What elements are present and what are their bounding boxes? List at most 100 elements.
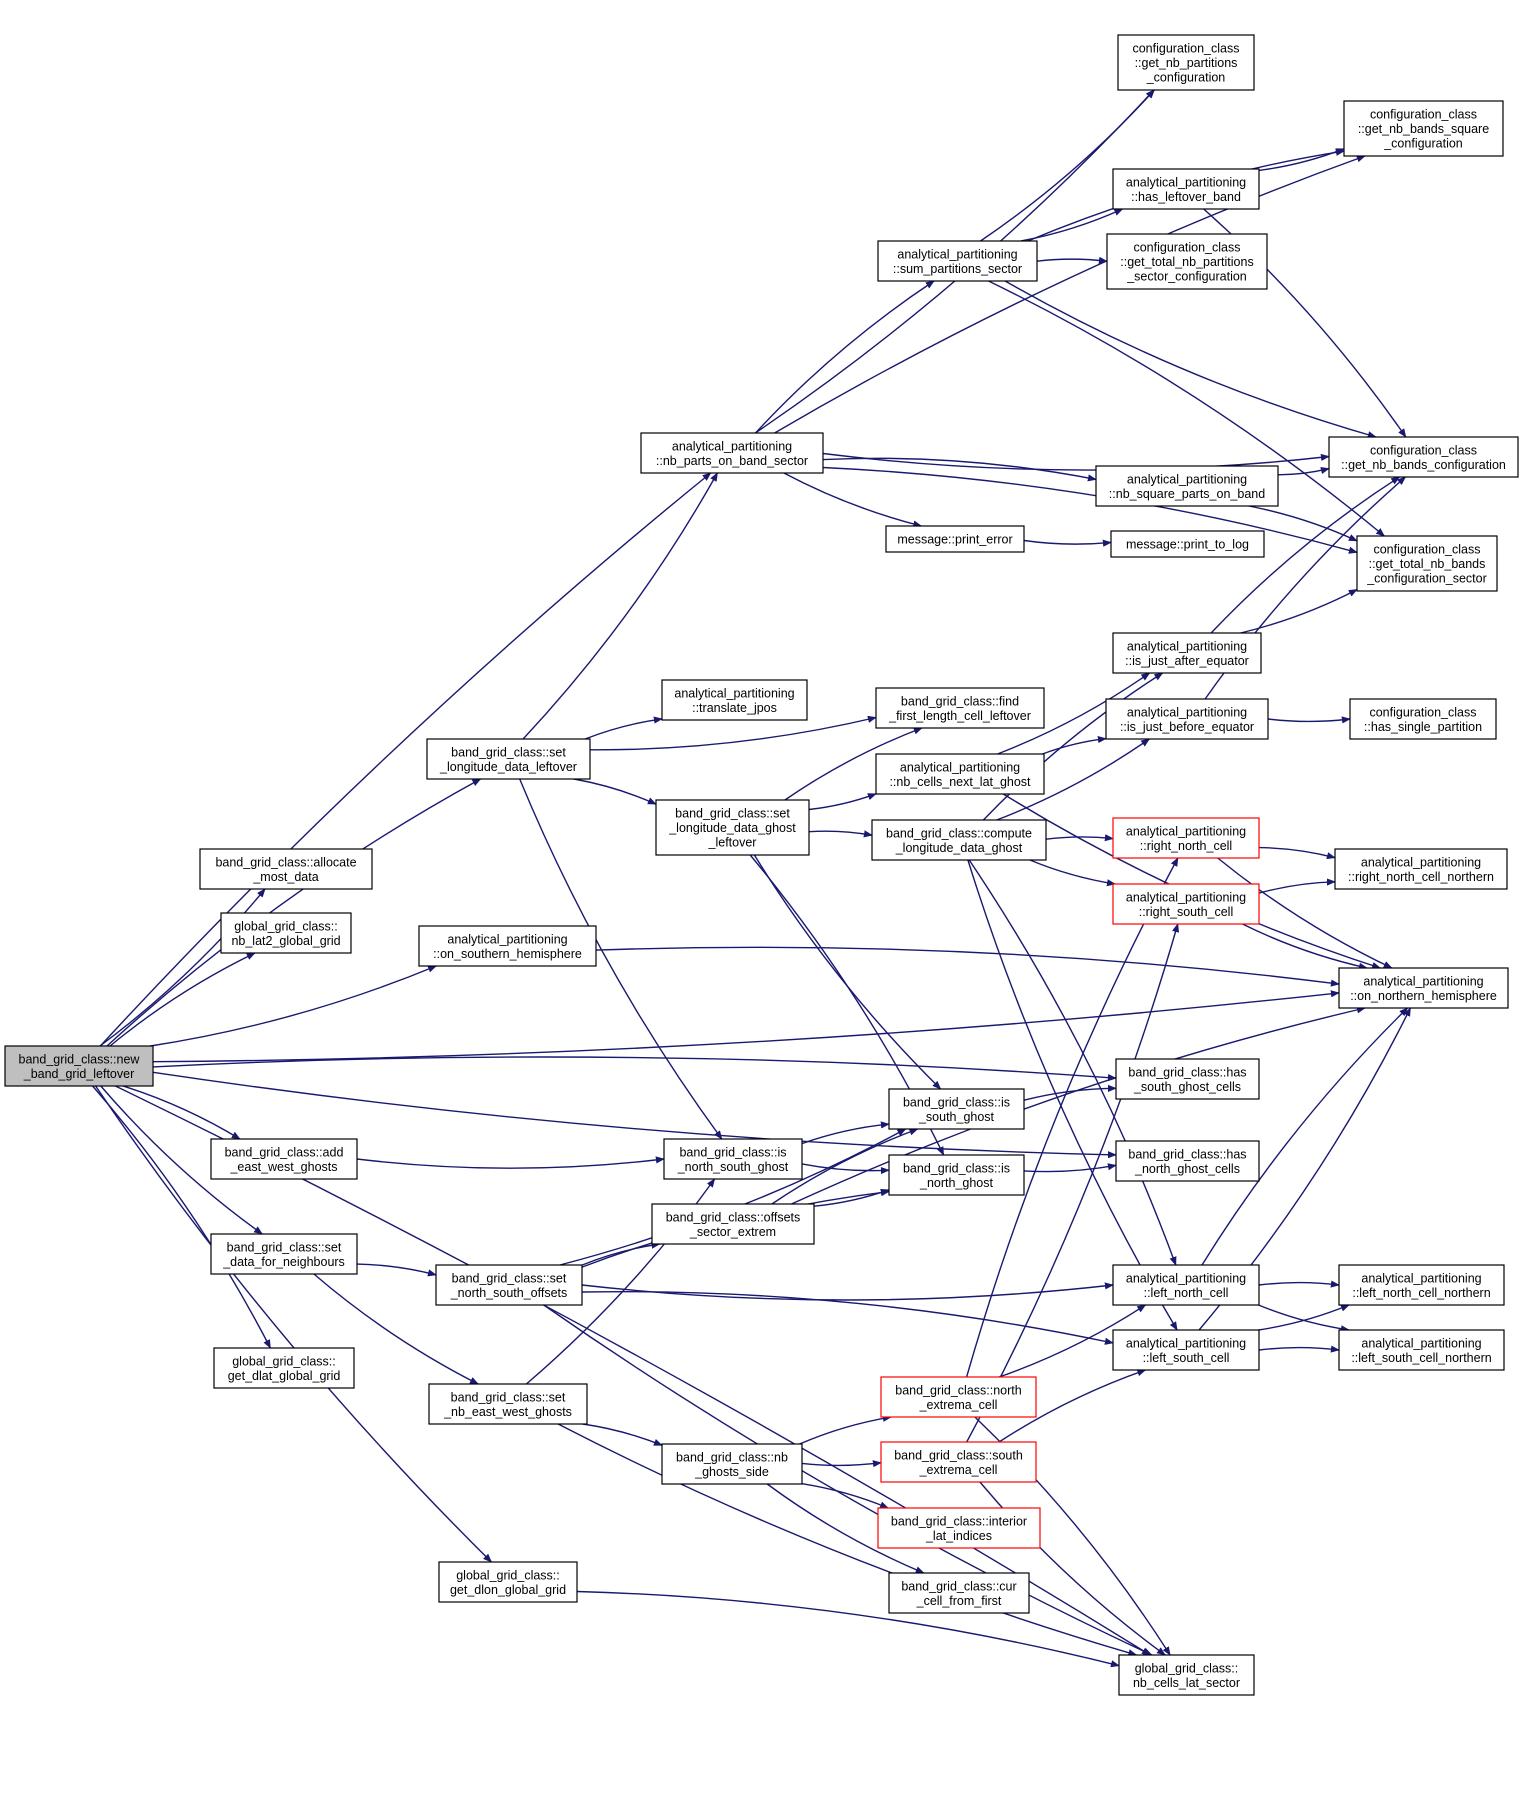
node-label-line: get_dlat_global_grid xyxy=(228,1369,341,1383)
call-edge-set_long_ghost-to-is_south_ghost xyxy=(753,854,942,1090)
node-label-line: _extrema_cell xyxy=(919,1463,998,1477)
node-box xyxy=(1343,100,1504,157)
node-left-south-n[interactable]: analytical_partitioning::left_south_cell… xyxy=(1338,1329,1505,1371)
call-edge-set_long_left-to-set_long_ghost xyxy=(573,778,657,805)
node-get-dlon[interactable]: global_grid_class::get_dlon_global_grid xyxy=(438,1561,578,1603)
node-nb-square-parts[interactable]: analytical_partitioning::nb_square_parts… xyxy=(1095,465,1279,507)
node-on-north[interactable]: analytical_partitioning::on_northern_hem… xyxy=(1338,967,1509,1009)
node-sum-parts[interactable]: analytical_partitioning::sum_partitions_… xyxy=(877,240,1038,282)
node-label-line: analytical_partitioning xyxy=(672,439,792,453)
node-find-first[interactable]: band_grid_class::find_first_length_cell_… xyxy=(875,687,1045,729)
node-label-line: band_grid_class::compute xyxy=(886,826,1032,840)
call-edge-right_north-to-right_north_n xyxy=(1258,846,1336,860)
node-label-line: _longitude_data_ghost xyxy=(668,821,796,835)
node-label-line: ::nb_square_parts_on_band xyxy=(1109,487,1265,501)
node-label-line: analytical_partitioning xyxy=(1126,890,1246,904)
node-left-north[interactable]: analytical_partitioning::left_north_cell xyxy=(1112,1264,1260,1306)
node-box xyxy=(663,1138,803,1180)
node-right-north-n[interactable]: analytical_partitioning::right_north_cel… xyxy=(1334,848,1508,890)
node-interior-lat[interactable]: band_grid_class::interior_lat_indices xyxy=(877,1507,1041,1549)
node-label-line: message::print_error xyxy=(897,533,1012,547)
node-offsets[interactable]: band_grid_class::offsets_sector_extrem xyxy=(651,1203,815,1245)
node-has-north-ghost[interactable]: band_grid_class::has_north_ghost_cells xyxy=(1115,1140,1260,1182)
call-edge-root-to-add_ew xyxy=(122,1085,241,1140)
node-label-line: ::get_nb_bands_configuration xyxy=(1341,458,1506,472)
node-compute-long[interactable]: band_grid_class::compute_longitude_data_… xyxy=(871,819,1047,861)
node-get-nb-part-conf[interactable]: configuration_class::get_nb_partitions_c… xyxy=(1117,34,1255,91)
node-nb-lat2[interactable]: global_grid_class::nb_lat2_global_grid xyxy=(220,912,352,954)
node-cur-cell[interactable]: band_grid_class::cur_cell_from_first xyxy=(888,1572,1030,1614)
node-has-south-ghost[interactable]: band_grid_class::has_south_ghost_cells xyxy=(1115,1058,1260,1100)
node-add-ew[interactable]: band_grid_class::add_east_west_ghosts xyxy=(210,1138,358,1180)
node-label-line: analytical_partitioning xyxy=(674,686,794,700)
node-is-north-ghost[interactable]: band_grid_class::is_north_ghost xyxy=(888,1154,1025,1196)
node-set-ns-off[interactable]: band_grid_class::set_north_south_offsets xyxy=(435,1264,583,1306)
node-set-data-nb[interactable]: band_grid_class::set_data_for_neighbours xyxy=(210,1233,358,1275)
node-box xyxy=(875,753,1045,795)
call-edge-right_south-to-right_north_n xyxy=(1258,878,1336,894)
node-label-line: ::get_total_nb_bands xyxy=(1369,557,1486,571)
node-box xyxy=(199,848,373,890)
node-left-north-n[interactable]: analytical_partitioning::left_north_cell… xyxy=(1338,1264,1505,1306)
call-edge-nb_cells_next-to-is_after_eq xyxy=(997,672,1151,755)
node-nb-cells-lat-sector[interactable]: global_grid_class::nb_cells_lat_sector xyxy=(1118,1654,1255,1696)
call-edge-is_north_ghost-to-has_north_ghost xyxy=(1023,1163,1117,1173)
node-set-long-left[interactable]: band_grid_class::set_longitude_data_left… xyxy=(426,738,591,780)
node-is-after-eq[interactable]: analytical_partitioning::is_just_after_e… xyxy=(1112,632,1262,674)
node-south-extrema[interactable]: band_grid_class::south_extrema_cell xyxy=(880,1441,1037,1483)
node-get-nb-bands[interactable]: configuration_class::get_nb_bands_config… xyxy=(1328,436,1519,478)
call-edge-root-to-nb_lat2 xyxy=(109,952,256,1047)
node-label-line: band_grid_class::cur xyxy=(901,1579,1016,1593)
node-is-ns-ghost[interactable]: band_grid_class::is_north_south_ghost xyxy=(663,1138,803,1180)
node-get-total-nb-bands[interactable]: configuration_class::get_total_nb_bands_… xyxy=(1356,535,1498,592)
node-box xyxy=(1112,632,1262,674)
node-label-line: _ghosts_side xyxy=(694,1465,769,1479)
node-translate[interactable]: analytical_partitioning::translate_jpos xyxy=(661,679,808,721)
node-print-error[interactable]: message::print_error xyxy=(885,525,1025,553)
node-set-nb-ew[interactable]: band_grid_class::set_nb_east_west_ghosts xyxy=(428,1383,588,1425)
node-label-line: analytical_partitioning xyxy=(897,247,1017,261)
call-edge-set_long_left-to-nb_parts xyxy=(522,472,719,740)
node-get-total-nb-part[interactable]: configuration_class::get_total_nb_partit… xyxy=(1106,233,1268,290)
node-is-south-ghost[interactable]: band_grid_class::is_south_ghost xyxy=(888,1088,1025,1130)
node-label-line: band_grid_class::allocate xyxy=(215,855,356,869)
call-edge-is_ns_ghost-to-is_north_ghost xyxy=(801,1163,890,1175)
node-is-before-eq[interactable]: analytical_partitioning::is_just_before_… xyxy=(1105,698,1269,740)
node-label-line: _first_length_cell_leftover xyxy=(888,709,1031,723)
node-on-south[interactable]: analytical_partitioning::on_southern_hem… xyxy=(418,925,597,967)
node-print-to-log[interactable]: message::print_to_log xyxy=(1110,530,1265,558)
node-box xyxy=(655,799,810,856)
node-label-line: ::right_north_cell xyxy=(1140,839,1232,853)
node-right-north[interactable]: analytical_partitioning::right_north_cel… xyxy=(1112,817,1260,859)
node-has-single[interactable]: configuration_class::has_single_partitio… xyxy=(1349,698,1497,740)
call-edge-root-to-set_long_left xyxy=(106,778,482,1047)
node-north-extrema[interactable]: band_grid_class::north_extrema_cell xyxy=(880,1376,1037,1418)
node-root[interactable]: band_grid_class::new_band_grid_leftover xyxy=(4,1045,154,1087)
node-box xyxy=(210,1138,358,1180)
node-box xyxy=(877,1507,1041,1549)
node-right-south[interactable]: analytical_partitioning::right_south_cel… xyxy=(1112,883,1260,925)
node-label-line: analytical_partitioning xyxy=(1126,824,1246,838)
node-label-line: configuration_class xyxy=(1370,108,1477,122)
node-label-line: analytical_partitioning xyxy=(1361,1336,1481,1350)
node-get-nb-bands-sq[interactable]: configuration_class::get_nb_bands_square… xyxy=(1343,100,1504,157)
node-nb-cells-next[interactable]: analytical_partitioning::nb_cells_next_l… xyxy=(875,753,1045,795)
node-left-south[interactable]: analytical_partitioning::left_south_cell xyxy=(1112,1329,1260,1371)
node-get-dlat[interactable]: global_grid_class::get_dlat_global_grid xyxy=(213,1347,355,1389)
call-edge-set_nb_ew-to-nb_cells_lat_sector xyxy=(557,1423,1138,1657)
node-box xyxy=(885,525,1025,553)
call-edge-nb_parts-to-get_nb_bands xyxy=(822,452,1330,471)
node-nb-ghosts-side[interactable]: band_grid_class::nb_ghosts_side xyxy=(661,1443,803,1485)
node-has-leftover[interactable]: analytical_partitioning::has_leftover_ba… xyxy=(1112,168,1260,210)
node-allocate[interactable]: band_grid_class::allocate_most_data xyxy=(199,848,373,890)
node-label-line: _most_data xyxy=(252,870,318,884)
node-label-line: _lat_indices xyxy=(925,1529,992,1543)
node-box xyxy=(1349,698,1497,740)
call-edge-nb_square_parts-to-get_nb_bands xyxy=(1277,467,1330,476)
call-edge-add_ew-to-is_ns_ghost xyxy=(356,1156,665,1169)
node-nb-parts[interactable]: analytical_partitioning::nb_parts_on_ban… xyxy=(640,432,824,474)
node-box xyxy=(220,912,352,954)
node-label-line: ::nb_cells_next_lat_ghost xyxy=(889,775,1031,789)
node-box xyxy=(1117,34,1255,91)
node-set-long-ghost[interactable]: band_grid_class::set_longitude_data_ghos… xyxy=(655,799,810,856)
